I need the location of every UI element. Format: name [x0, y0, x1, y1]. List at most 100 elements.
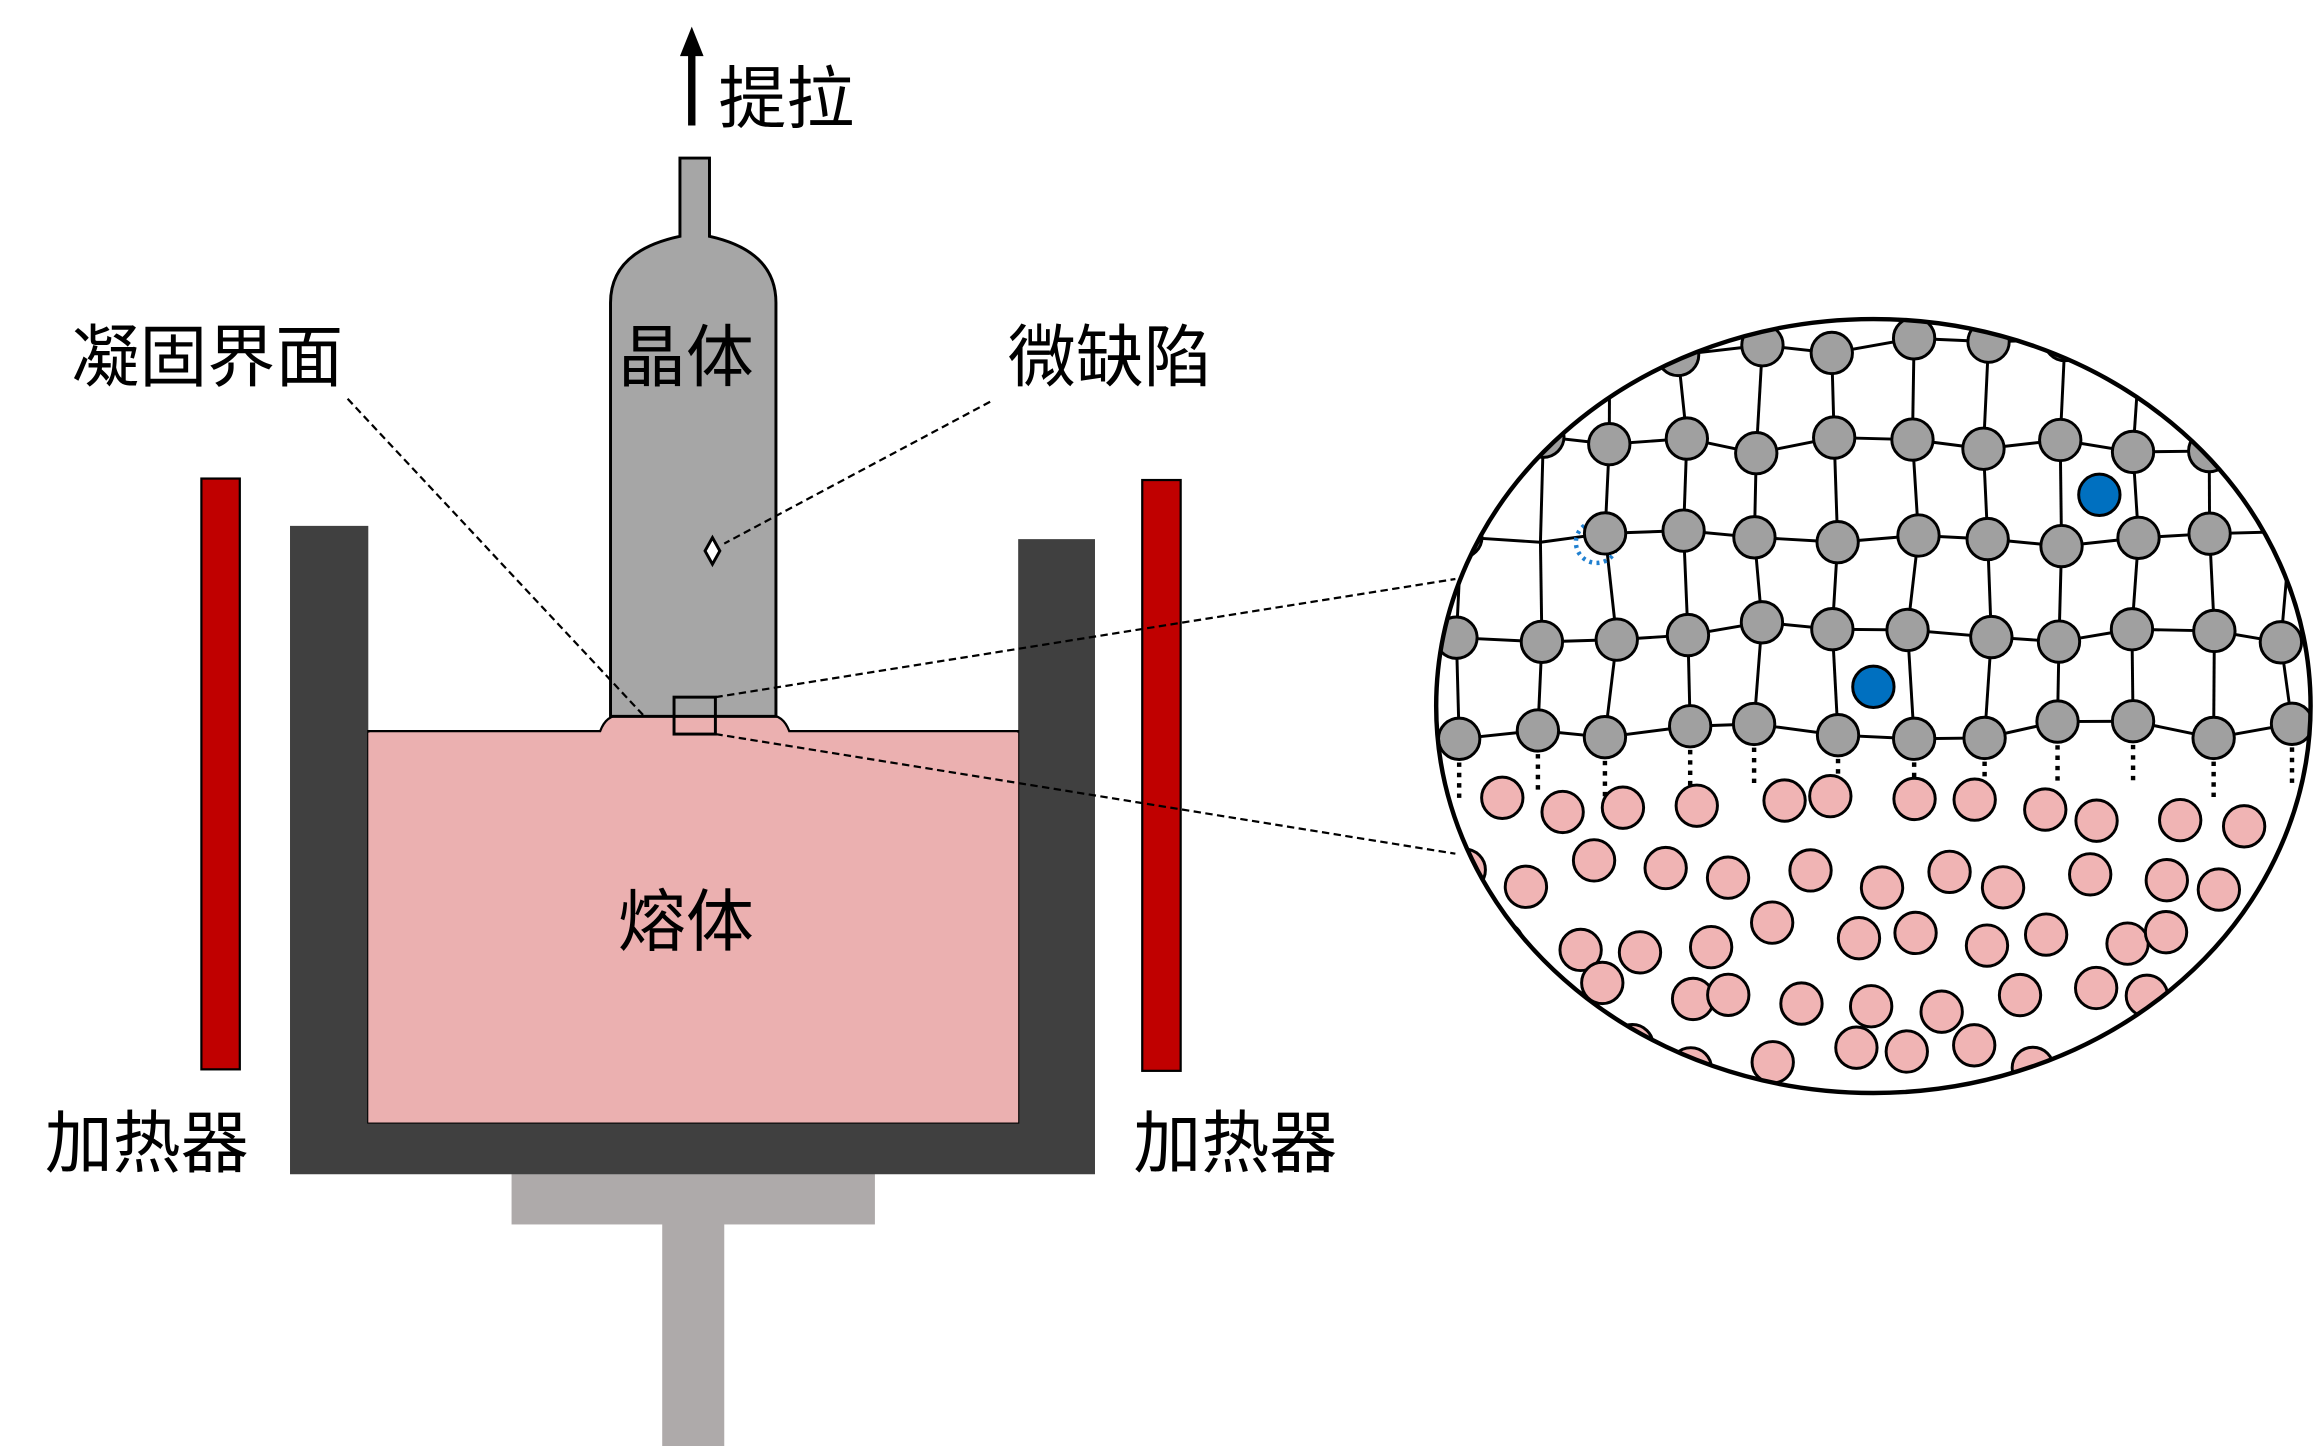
melt-atom [1558, 927, 1603, 973]
melt-atom [1750, 1040, 1795, 1085]
melt-atom [1836, 916, 1882, 961]
melt-atom [2222, 1029, 2267, 1074]
melt-atom [1980, 865, 2026, 910]
melt-atom [2074, 965, 2119, 1011]
melt-atom [1964, 923, 2010, 968]
interstitial-defect [1851, 664, 1896, 709]
melt-atom [1571, 838, 1617, 883]
label-melt: 熔体 [618, 883, 754, 962]
lattice-bond [2285, 437, 2293, 532]
crystal-atom [1815, 519, 1860, 565]
lattice-bond [2139, 336, 2209, 349]
leader-lines [346, 398, 1456, 855]
crystal-ingot [609, 156, 778, 718]
melt-atom [1808, 773, 1853, 819]
melt-atom [2161, 1031, 2206, 1076]
melt-atom [1952, 1023, 1997, 1068]
melt-atom [1674, 783, 1719, 828]
crystal-atom [2186, 319, 2231, 360]
melt-atom [1892, 776, 1937, 822]
melt-atom [2279, 849, 2311, 894]
crystal-atom [2187, 428, 2232, 474]
crystal-atom [1508, 319, 1554, 364]
crystal-atom [1891, 319, 1937, 361]
melt-atom [2074, 798, 2119, 843]
melt-atom [1750, 900, 1795, 945]
crystal-atom [1437, 326, 1482, 371]
crystal-atom [2192, 608, 2237, 654]
crystal-atom [1896, 513, 1941, 558]
crystal-atom [1665, 612, 1711, 658]
crystal-atom [1885, 607, 1930, 653]
melt-atom [1540, 789, 1585, 835]
crystal-atom [2264, 415, 2309, 460]
melt-atom [2023, 912, 2069, 957]
melt-atom [2068, 852, 2113, 897]
melt-atom [1508, 977, 1553, 1022]
melt-atom [1706, 972, 1751, 1018]
crystal-atom [1664, 416, 1710, 461]
crystal-atom [1519, 619, 1565, 665]
crystal-atom [1734, 430, 1779, 476]
defect-marker [703, 534, 722, 568]
crystal-atom [1890, 417, 1935, 462]
crystal-atom [1810, 607, 1855, 652]
crystal-atom [1739, 600, 1785, 645]
crystal-atom [2116, 515, 2161, 561]
crystal-atom [2035, 699, 2080, 744]
crystal-atom [1587, 421, 1632, 467]
label-crystal: 晶体 [618, 319, 754, 398]
melt-atom [2023, 787, 2068, 832]
melt-atom [1788, 848, 1833, 893]
crystal-atom [1965, 516, 2010, 562]
interface-box [672, 695, 717, 736]
crystal-atom [2038, 417, 2083, 463]
support-base [511, 1171, 875, 1225]
melt-atom [2303, 794, 2311, 840]
lattice-bond [2207, 336, 2294, 359]
crystal-atom [2271, 334, 2311, 379]
lattice-bond [1609, 345, 1679, 357]
melt-atom [1997, 972, 2043, 1018]
pull-arrow-head [679, 26, 704, 57]
melt-atom [2221, 804, 2267, 849]
crystal-atom [1437, 716, 1482, 761]
melt-atom [1893, 910, 1938, 956]
melt-atom [2144, 858, 2189, 903]
melt-atom [2105, 921, 2150, 966]
crystal-atom [1961, 426, 2006, 471]
melt-atom [2143, 910, 2189, 955]
melt-atom [1952, 777, 1997, 822]
melt-atom [1688, 924, 1734, 970]
lattice-bond [1459, 340, 1532, 350]
melt-atom [1544, 1038, 1590, 1083]
label-heater-right: 加热器 [1133, 1105, 1337, 1184]
crystal-atom [2110, 429, 2156, 475]
crystal-atom [1962, 715, 2007, 761]
crystal-atom [1731, 701, 1777, 747]
melt-atom [2226, 930, 2271, 975]
crystal-atom [2258, 620, 2304, 665]
melt-atom [1479, 1030, 1525, 1075]
magnifier-circle [1433, 316, 2313, 1096]
crystal-atom [1668, 704, 1713, 749]
melt-atom [1617, 930, 1663, 975]
crystal-atom [1815, 713, 1861, 758]
crystal-atom [1661, 508, 1706, 553]
crystal-atom [2117, 324, 2163, 369]
melt-atom [1705, 855, 1751, 900]
crystal-atom [2268, 509, 2311, 554]
crystal-atom [2191, 715, 2236, 761]
lattice-bond [2285, 356, 2295, 438]
melt-atom [1580, 960, 1625, 1006]
crystal-atom [1812, 415, 1857, 460]
label-interface: 凝固界面 [71, 319, 343, 398]
melt-atom [2158, 797, 2203, 843]
melt-atom [1457, 965, 1502, 1010]
crystal-atom [2036, 619, 2082, 664]
melt-atom [1762, 778, 1807, 823]
support-shaft [662, 1218, 725, 1446]
lattice-bond [2064, 338, 2141, 349]
